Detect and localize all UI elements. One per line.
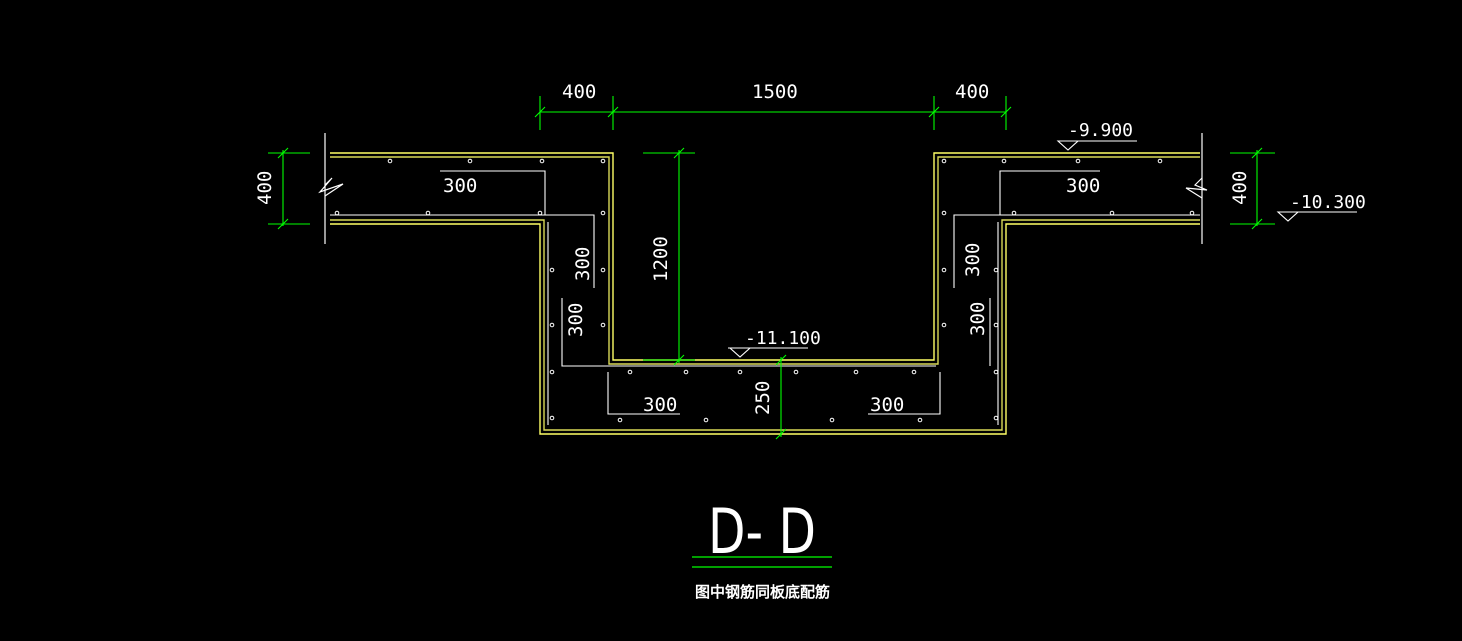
rebar-top-right-upper: [999, 170, 1100, 215]
elevation-right-text: -10.300: [1290, 192, 1366, 213]
outer-profile: [330, 152, 1200, 361]
dim-top-middle-text: 1500: [752, 81, 798, 103]
dim-bottom-thickness-text: 250: [752, 381, 774, 415]
rebar-bottom-right: [868, 372, 941, 415]
rebar-top-right-lower: [953, 214, 1200, 288]
rebar-bottom-left: [607, 372, 680, 415]
rebar-label-bottom-left: 300: [643, 394, 677, 416]
rebar-label-top-left: 300: [443, 175, 477, 197]
inner-profile: [330, 156, 1200, 365]
section-title: D- D: [708, 495, 816, 568]
rebar-label-wall-right-inner: 300: [967, 302, 989, 336]
rebar-left-wall-inner: [561, 298, 936, 367]
rebar-label-wall-left-inner: 300: [565, 303, 587, 337]
elevation-markers: [728, 140, 1357, 358]
dim-pit-depth-text: 1200: [650, 236, 672, 282]
dim-top-right-text: 400: [955, 81, 989, 103]
break-lines: [318, 133, 1208, 244]
concrete-outline: [330, 152, 1200, 435]
section-note: 图中钢筋同板底配筋: [695, 583, 830, 601]
outer-profile-bottom: [330, 223, 1200, 435]
dim-slab-right-text: 400: [1229, 171, 1251, 205]
right-break-zigzag: [1185, 177, 1208, 199]
dimension-lines: [268, 96, 1275, 440]
inner-profile-bottom: [330, 219, 1200, 431]
rebar-dots: [334, 158, 1195, 423]
rebar-lines: [330, 170, 1200, 425]
rebar-label-top-right: 300: [1066, 175, 1100, 197]
rebar-label-wall-left-outer: 300: [572, 247, 594, 281]
rebar-label-bottom-right: 300: [870, 394, 904, 416]
left-break-zigzag: [318, 177, 344, 197]
rebar-top-left-lower: [330, 214, 595, 288]
rebar-top-left-upper: [440, 170, 546, 215]
dim-slab-left-text: 400: [254, 171, 276, 205]
rebar-label-wall-right-outer: 300: [962, 243, 984, 277]
elevation-pit-bottom-text: -11.100: [745, 328, 821, 349]
elevation-top-text: -9.900: [1068, 120, 1133, 141]
dim-top-left-text: 400: [562, 81, 596, 103]
